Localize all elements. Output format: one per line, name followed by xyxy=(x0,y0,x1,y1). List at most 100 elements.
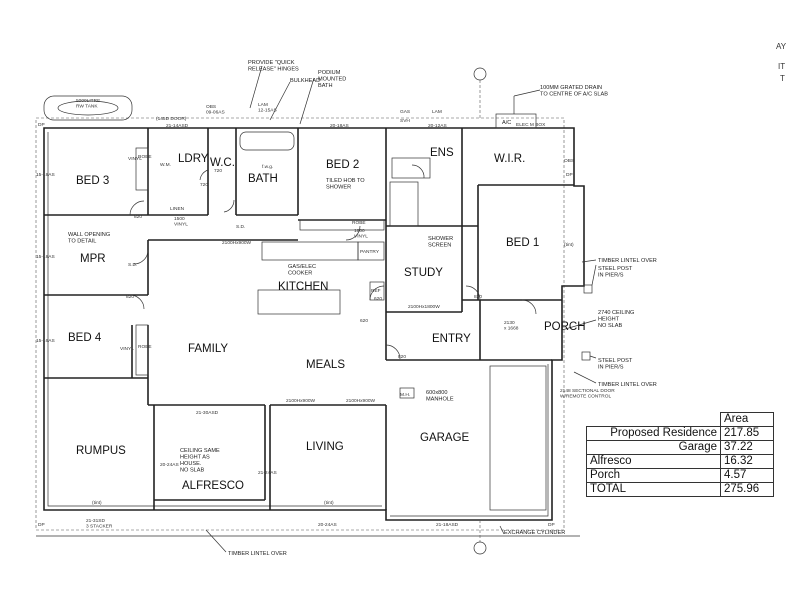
note-d820-a: 820 xyxy=(134,214,142,220)
note-win-bottom2: 21-18ASD xyxy=(436,522,459,528)
note-dp-d: DP xyxy=(566,172,573,178)
note-line: RELEASE" HINGES xyxy=(248,66,299,72)
area-value: 4.57 xyxy=(720,468,774,483)
note-line: CEILING SAME xyxy=(180,448,220,454)
room-bath: BATH xyxy=(248,173,278,185)
note-line: TILED HOB TO xyxy=(326,178,365,184)
note-win-bottom1: 20-24AS xyxy=(318,522,337,528)
room-bed3: BED 3 xyxy=(76,175,109,187)
note-win-top3: 20-12AS xyxy=(428,123,447,129)
area-row: Porch 4.57 xyxy=(586,468,774,483)
note-side-15-16: 15-16AS xyxy=(36,338,55,344)
note-door145: (145D DOOR) xyxy=(156,116,187,122)
section-marker-top xyxy=(473,67,487,81)
room-bed1: BED 1 xyxy=(506,237,539,249)
note-elec-box: ELEC M BOX xyxy=(516,122,546,128)
robe-bed2 xyxy=(299,219,385,231)
area-value: 16.32 xyxy=(720,454,774,469)
note-timber-lintel-mid: TIMBER LINTEL OVER xyxy=(598,382,657,388)
kitchen-island xyxy=(257,289,341,315)
note-line: VINYL xyxy=(354,234,368,240)
note-line: 600x800 xyxy=(426,390,447,396)
note-win-2100-1800: 2100Hx1800W xyxy=(408,304,440,310)
note-d720-a: 720 xyxy=(214,168,222,174)
note-robe-bed3: ROBE xyxy=(138,154,152,160)
pier-1 xyxy=(583,284,593,294)
note-d820-c: 820 xyxy=(474,294,482,300)
room-entry: ENTRY xyxy=(432,333,471,345)
note-svh: SVH xyxy=(400,118,410,124)
note-line: PODIUM xyxy=(318,70,341,76)
room-meals: MEALS xyxy=(306,359,345,371)
note-win-2100-900-c: 2100Hx900W xyxy=(346,398,376,404)
area-table-header: Area xyxy=(720,412,774,427)
note-win-20-24: 20-24AS xyxy=(160,462,179,468)
note-line: GAS/ELEC xyxy=(288,264,316,270)
room-ens: ENS xyxy=(430,147,454,159)
outer-wall xyxy=(43,127,585,521)
room-kitchen: KITCHEN xyxy=(278,281,328,293)
area-table: Area Proposed Residence 217.85 Garage 37… xyxy=(586,412,774,497)
note-line: 2148 SECTIONAL DOOR xyxy=(560,388,615,394)
note-line: NO SLAB xyxy=(180,467,205,473)
note-line: IN PIER/S xyxy=(598,272,624,278)
note-win-2100-900-b: 2100Hx900W xyxy=(286,398,316,404)
note-line: 09-06AS xyxy=(206,110,225,116)
note-line: 21-31SD xyxy=(86,518,105,524)
kitchen-bench xyxy=(261,241,359,261)
note-line: W/REMOTE CONTROL xyxy=(560,394,611,400)
note-tint-c: (tint) xyxy=(564,242,574,248)
pier-2 xyxy=(581,351,591,361)
note-ref: REF xyxy=(371,288,381,294)
note-dp-a: DP xyxy=(38,122,45,128)
note-pantry: PANTRY xyxy=(360,249,380,255)
edge-text-2: IT xyxy=(778,62,786,71)
note-wm: W.M. xyxy=(160,162,171,168)
pantry-box xyxy=(357,241,385,261)
note-line: IN PIER/S xyxy=(598,364,624,370)
note-timber-lintel-top: TIMBER LINTEL OVER xyxy=(598,258,657,264)
room-living: LIVING xyxy=(306,441,344,453)
note-linen: LINEN xyxy=(170,206,185,212)
note-d820-d: 820 xyxy=(398,354,406,360)
note-bulkhead: BULKHEAD xyxy=(290,78,320,84)
rainwater-tank xyxy=(43,95,133,121)
area-table-blank xyxy=(586,412,721,427)
note-line: 100MM GRATED DRAIN xyxy=(540,85,602,91)
area-value: 217.85 xyxy=(720,426,774,441)
note-line: VINYL xyxy=(174,222,188,228)
note-ac: A/C xyxy=(502,120,511,126)
note-win-top1: 21-14ASD xyxy=(166,123,189,129)
note-line: BATH xyxy=(318,83,333,89)
note-line: TO DETAIL xyxy=(68,238,96,244)
note-line: HEIGHT xyxy=(598,316,620,322)
area-row: Alfresco 16.32 xyxy=(586,454,774,469)
manhole xyxy=(399,387,415,399)
note-d720-b: 720 xyxy=(200,182,208,188)
note-dp-c: DP xyxy=(548,522,555,528)
room-ldry: LDRY xyxy=(178,153,209,165)
note-line: 5000LITRE xyxy=(76,98,100,104)
area-label-total: TOTAL xyxy=(586,482,721,497)
note-line: HEIGHT AS xyxy=(180,454,210,460)
note-line: SHOWER xyxy=(428,236,453,242)
note-win-top2: 20-18AS xyxy=(330,123,349,129)
area-label: Garage xyxy=(586,440,721,455)
note-line: HOUSE. xyxy=(180,461,202,467)
area-value: 37.22 xyxy=(720,440,774,455)
note-tint-a: (tint) xyxy=(92,500,102,506)
note-vinyl-b: VINYL xyxy=(120,346,134,352)
note-line: 3 STACKER xyxy=(86,524,113,530)
note-line: 2740 CEILING xyxy=(598,310,634,316)
